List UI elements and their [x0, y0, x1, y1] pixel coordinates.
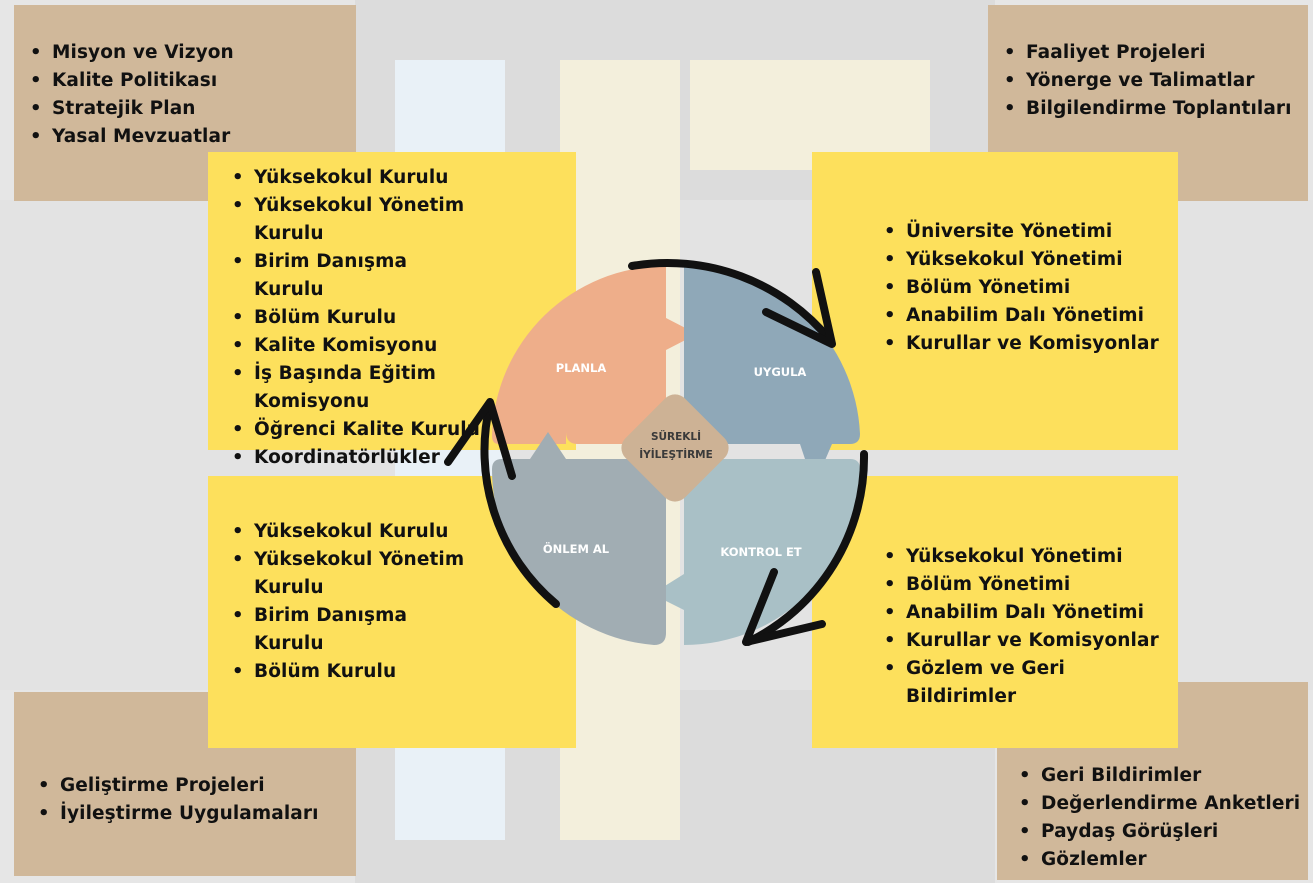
- list-bottom-left: Geliştirme Projeleri İyileştirme Uygulam…: [38, 772, 356, 828]
- list-item: Bilgilendirme Toplantıları: [1004, 95, 1308, 123]
- list-item: Yüksekokul Yönetim Kurulu: [232, 546, 482, 602]
- list-item: Yüksekokul Yönetim Kurulu: [232, 192, 482, 248]
- list-item: Gözlem ve Geri Bildirimler: [884, 655, 1178, 711]
- box-act-units: Yüksekokul Kurulu Yüksekokul Yönetim Kur…: [208, 476, 576, 748]
- list-item: Bölüm Yönetimi: [884, 274, 1178, 302]
- list-item: Bölüm Kurulu: [232, 304, 482, 332]
- list-bottom-right: Geri Bildirimler Değerlendirme Anketleri…: [1019, 762, 1308, 874]
- list-item: Paydaş Görüşleri: [1019, 818, 1308, 846]
- list-item: Kalite Politikası: [30, 67, 356, 95]
- list-item: Koordinatörlükler: [232, 444, 482, 472]
- list-item: Birim Danışma Kurulu: [232, 248, 482, 304]
- list-item: Üniversite Yönetimi: [884, 218, 1178, 246]
- list-item: Kurullar ve Komisyonlar: [884, 330, 1178, 358]
- list-item: Yüksekokul Yönetimi: [884, 246, 1178, 274]
- list-item: Anabilim Dalı Yönetimi: [884, 599, 1178, 627]
- list-plan-units: Yüksekokul Kurulu Yüksekokul Yönetim Kur…: [232, 164, 482, 472]
- list-item: Misyon ve Vizyon: [30, 39, 356, 67]
- list-item: Kurullar ve Komisyonlar: [884, 627, 1178, 655]
- list-item: Stratejik Plan: [30, 95, 356, 123]
- list-do-units: Üniversite Yönetimi Yüksekokul Yönetimi …: [884, 218, 1178, 358]
- list-item: Bölüm Kurulu: [232, 658, 482, 686]
- list-act-units: Yüksekokul Kurulu Yüksekokul Yönetim Kur…: [232, 518, 482, 686]
- list-item: Yasal Mevzuatlar: [30, 123, 356, 151]
- list-check-units: Yüksekokul Yönetimi Bölüm Yönetimi Anabi…: [884, 543, 1178, 711]
- list-item: Bölüm Yönetimi: [884, 571, 1178, 599]
- list-top-left: Misyon ve Vizyon Kalite Politikası Strat…: [30, 39, 356, 151]
- list-item: Gözlemler: [1019, 846, 1308, 874]
- list-item: Kalite Komisyonu: [232, 332, 482, 360]
- list-item: Değerlendirme Anketleri: [1019, 790, 1308, 818]
- box-do-units: Üniversite Yönetimi Yüksekokul Yönetimi …: [812, 152, 1178, 450]
- list-item: Öğrenci Kalite Kurulu: [232, 416, 482, 444]
- list-item: Faaliyet Projeleri: [1004, 39, 1308, 67]
- box-check-units: Yüksekokul Yönetimi Bölüm Yönetimi Anabi…: [812, 476, 1178, 748]
- list-item: Geliştirme Projeleri: [38, 772, 356, 800]
- list-item: Yüksekokul Kurulu: [232, 164, 482, 192]
- list-item: Yönerge ve Talimatlar: [1004, 67, 1308, 95]
- list-item: İyileştirme Uygulamaları: [38, 800, 356, 828]
- list-top-right: Faaliyet Projeleri Yönerge ve Talimatlar…: [1004, 39, 1308, 123]
- box-plan-units: Yüksekokul Kurulu Yüksekokul Yönetim Kur…: [208, 152, 576, 472]
- list-item: Yüksekokul Kurulu: [232, 518, 482, 546]
- list-item: Geri Bildirimler: [1019, 762, 1308, 790]
- list-item: İş Başında Eğitim Komisyonu: [232, 360, 482, 416]
- list-item: Anabilim Dalı Yönetimi: [884, 302, 1178, 330]
- list-item: Yüksekokul Yönetimi: [884, 543, 1178, 571]
- list-item: Birim Danışma Kurulu: [232, 602, 482, 658]
